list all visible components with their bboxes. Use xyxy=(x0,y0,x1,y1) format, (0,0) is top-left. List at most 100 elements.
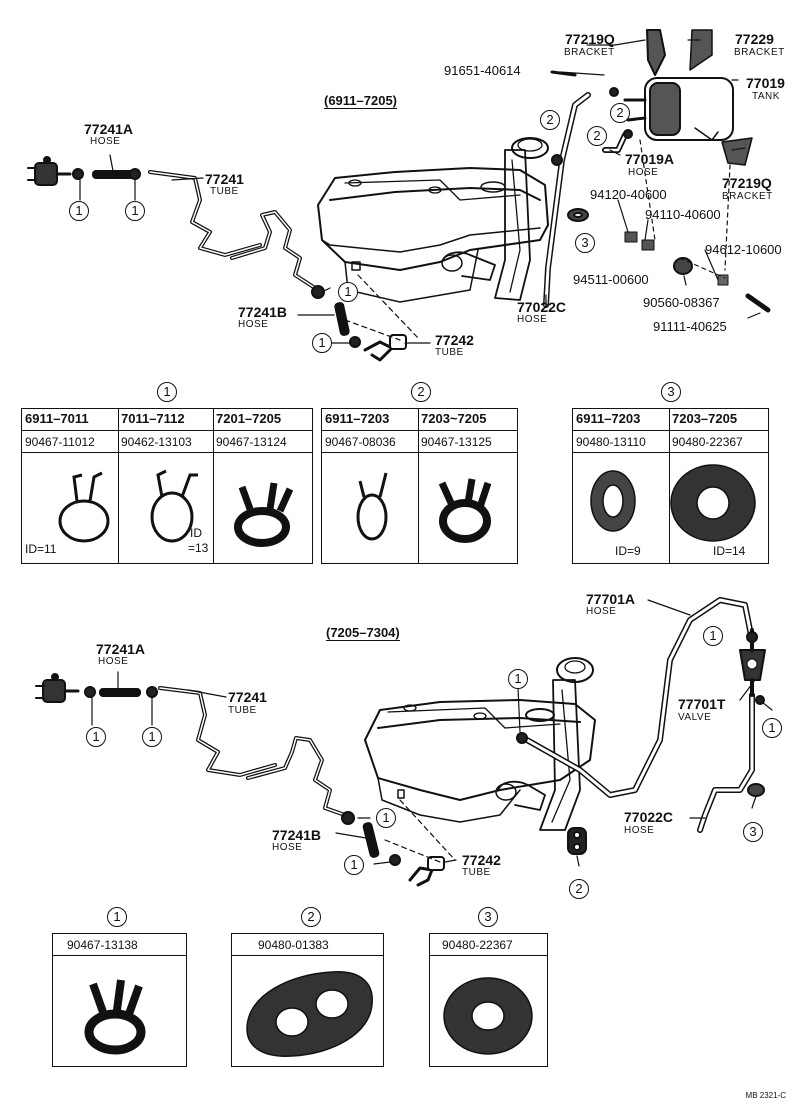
marker-1: 1 xyxy=(376,808,396,828)
fuel-tank-bottom xyxy=(364,699,596,823)
clip-illustrations-2 xyxy=(356,472,492,543)
hose-77241a-top xyxy=(92,170,134,179)
marker-1: 1 xyxy=(69,201,89,221)
clip-table-2: 6911–7203 7203~7205 90467-08036 90467-13… xyxy=(321,408,518,564)
charcoal-tank xyxy=(623,77,734,141)
range-label-top: (6911–7205) xyxy=(324,93,398,109)
part-77242-top-name: TUBE xyxy=(435,347,464,358)
part-77241-top: 77241 xyxy=(205,171,244,187)
marker-1: 1 xyxy=(344,855,364,875)
part-77241-bottom: 77241 xyxy=(228,689,267,705)
grommet-table-bottom-2: 90480-01383 xyxy=(231,933,384,1067)
part-77241a-bottom: 77241A xyxy=(96,641,146,657)
table1-part-2: 90462-13103 xyxy=(121,435,192,449)
clip-table-bottom-1: 90467-13138 xyxy=(52,933,187,1067)
part-77241-top-name: TUBE xyxy=(210,186,239,197)
table-marker-2: 2 xyxy=(411,382,431,402)
part-94110: 94110-40600 xyxy=(645,207,721,222)
table1-part-1: 90467-11012 xyxy=(25,435,95,449)
table3-header-1: 6911–7203 xyxy=(576,411,641,426)
table3-note-id14: ID=14 xyxy=(713,544,746,558)
marker-1: 1 xyxy=(125,201,145,221)
btable-marker-2: 2 xyxy=(301,907,321,927)
table3-part-1: 90480-13110 xyxy=(576,435,646,449)
part-94612: 94612-10600 xyxy=(705,242,782,257)
marker-2: 2 xyxy=(569,879,589,899)
part-77242-bottom: 77242 xyxy=(462,852,501,868)
marker-1: 1 xyxy=(762,718,782,738)
marker-3: 3 xyxy=(575,233,595,253)
grommet-illustration-b3 xyxy=(443,977,533,1055)
clip-illustration-b1 xyxy=(84,979,146,1055)
marker-2: 2 xyxy=(540,110,560,130)
part-94511: 94511-00600 xyxy=(573,272,649,287)
btable-marker-3: 3 xyxy=(478,907,498,927)
part-77241-bottom-name: TUBE xyxy=(228,705,257,716)
marker-2: 2 xyxy=(610,103,630,123)
part-77019a-name: HOSE xyxy=(628,167,659,178)
table-marker-1: 1 xyxy=(157,382,177,402)
part-77241a-top: 77241A xyxy=(84,121,134,137)
marker-3: 3 xyxy=(743,822,763,842)
range-label-bottom: (7205–7304) xyxy=(326,625,400,641)
table1-note-id13-val: =13 xyxy=(188,541,209,555)
marker-1: 1 xyxy=(312,333,332,353)
marker-1: 1 xyxy=(508,669,528,689)
btable-marker-1: 1 xyxy=(107,907,127,927)
filler-neck-bottom xyxy=(495,657,594,831)
table1-header-3: 7201–7205 xyxy=(216,411,282,426)
part-77019: 77019 xyxy=(746,75,785,91)
table-marker-3: 3 xyxy=(661,382,681,402)
clip-table-1: 6911–7011 7011–7112 7201–7205 90467-1101… xyxy=(21,408,313,564)
clip-illustrations-1 xyxy=(58,469,294,547)
part-77219q-top: 77219Q xyxy=(565,31,615,47)
drawing-reference: MB 2321-C xyxy=(745,1091,786,1100)
part-94120: 94120-40600 xyxy=(590,187,667,202)
part-91111: 91111-40625 xyxy=(653,319,727,334)
part-77241b-bottom: 77241B xyxy=(272,827,322,843)
part-77219q-top-name: BRACKET xyxy=(564,47,615,58)
part-77229-name: BRACKET xyxy=(734,47,785,58)
part-77022c-bottom-name: HOSE xyxy=(624,825,655,836)
part-77241a-bottom-name: HOSE xyxy=(98,656,129,667)
part-77241b-bottom-name: HOSE xyxy=(272,842,303,853)
marker-1: 1 xyxy=(142,727,162,747)
marker-1: 1 xyxy=(86,727,106,747)
btable2-part: 90480-01383 xyxy=(258,938,329,952)
marker-2: 2 xyxy=(587,126,607,146)
part-77241b-top: 77241B xyxy=(238,304,288,320)
table3-header-2: 7203–7205 xyxy=(672,411,738,426)
part-77022c-top-name: HOSE xyxy=(517,314,548,325)
part-77242-bottom-name: TUBE xyxy=(462,867,491,878)
table1-note-id13: ID xyxy=(190,526,202,540)
part-77701a: 77701A xyxy=(586,591,636,607)
btable3-part: 90480-22367 xyxy=(442,938,513,952)
part-77019a: 77019A xyxy=(625,151,675,167)
grommet-table-3: 6911–7203 7203–7205 90480-13110 90480-22… xyxy=(572,408,769,564)
part-77701t-name: VALVE xyxy=(678,712,712,723)
table2-header-1: 6911–7203 xyxy=(325,411,390,426)
part-91651: 91651-40614 xyxy=(444,63,521,78)
part-77219q-right: 77219Q xyxy=(722,175,772,191)
filler-neck-top xyxy=(441,137,549,301)
grommet-table-bottom-3: 90480-22367 xyxy=(429,933,548,1067)
grommet-illustrations-3 xyxy=(590,464,756,542)
table2-part-2: 90467-13125 xyxy=(421,435,492,449)
table2-part-1: 90467-08036 xyxy=(325,435,396,449)
part-77019-name: TANK xyxy=(752,91,780,102)
table1-header-2: 7011–7112 xyxy=(121,411,185,426)
part-77242-top: 77242 xyxy=(435,332,474,348)
table2-header-2: 7203~7205 xyxy=(421,411,487,426)
btable1-part: 90467-13138 xyxy=(67,938,138,952)
part-77241a-top-name: HOSE xyxy=(90,136,121,147)
check-valve-bottom xyxy=(35,673,80,703)
part-77219q-right-name: BRACKET xyxy=(722,191,773,202)
table3-note-id9: ID=9 xyxy=(615,544,641,558)
part-77229: 77229 xyxy=(735,31,774,47)
marker-1: 1 xyxy=(338,282,358,302)
part-77022c-top: 77022C xyxy=(517,299,567,315)
marker-1: 1 xyxy=(703,626,723,646)
part-77701a-name: HOSE xyxy=(586,606,617,617)
grommet-illustration-b2 xyxy=(246,971,373,1057)
table1-part-3: 90467-13124 xyxy=(216,435,287,449)
